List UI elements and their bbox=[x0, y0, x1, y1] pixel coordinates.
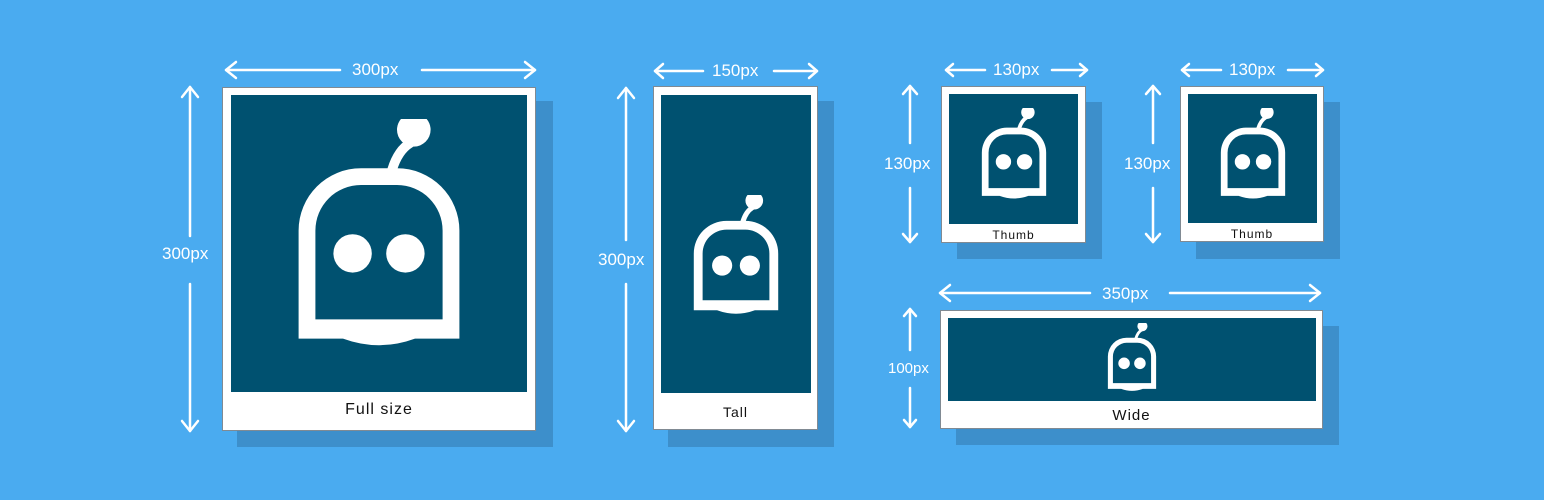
full-size-card: Full size bbox=[222, 87, 536, 431]
thumb-1-width-label: 130px bbox=[993, 60, 1040, 79]
wide-width-label: 350px bbox=[1102, 284, 1149, 303]
tall-width-label: 150px bbox=[712, 61, 759, 80]
thumb-2-artwork bbox=[1188, 94, 1317, 223]
thumb-1-artwork bbox=[949, 94, 1078, 224]
thumb-2-height-label: 130px bbox=[1124, 154, 1171, 173]
tall-artwork bbox=[661, 95, 811, 393]
tall-caption: Tall bbox=[722, 404, 748, 420]
robot-icon bbox=[1220, 108, 1286, 199]
wide-card: Wide bbox=[940, 310, 1323, 429]
full-size-width-label: 300px bbox=[352, 60, 399, 79]
robot-icon bbox=[693, 195, 779, 314]
thumb-1-caption: Thumb bbox=[992, 228, 1035, 242]
tall-card: Tall bbox=[653, 86, 818, 430]
full-size-artwork bbox=[231, 95, 527, 392]
robot-icon bbox=[1107, 323, 1157, 391]
wide-caption: Wide bbox=[1112, 407, 1151, 424]
robot-icon bbox=[298, 119, 460, 346]
tall-height-label: 300px bbox=[598, 250, 645, 269]
wide-artwork bbox=[948, 318, 1316, 401]
thumb-1-height-label: 130px bbox=[884, 154, 931, 173]
thumb-2-width-label: 130px bbox=[1229, 60, 1276, 79]
thumb-1-card: Thumb bbox=[941, 86, 1086, 243]
robot-icon bbox=[981, 108, 1047, 199]
full-size-caption: Full size bbox=[345, 401, 413, 418]
thumb-2-card: Thumb bbox=[1180, 86, 1324, 242]
thumb-2-caption: Thumb bbox=[1230, 227, 1274, 241]
wide-height-label: 100px bbox=[888, 360, 929, 377]
full-size-height-label: 300px bbox=[162, 244, 209, 263]
